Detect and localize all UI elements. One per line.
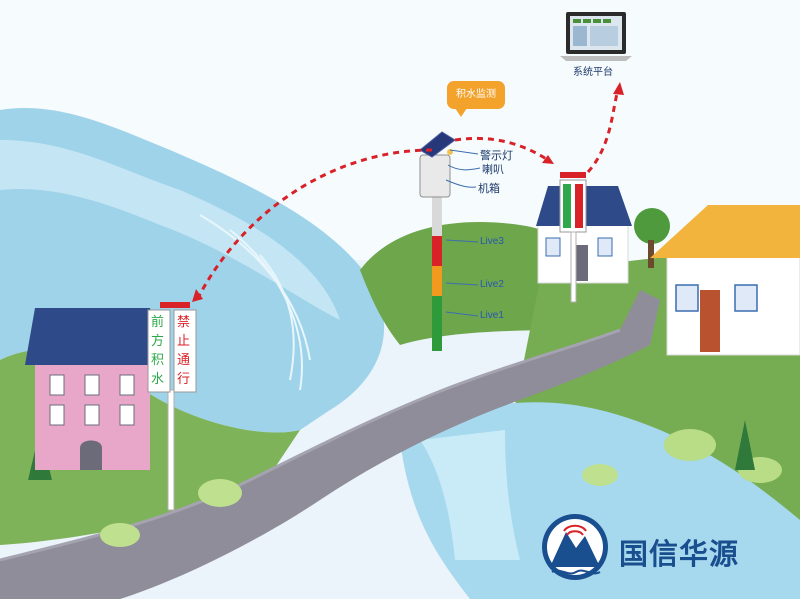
level-label-live2: Live2: [480, 279, 504, 290]
right-sign-text: [563, 184, 571, 228]
river-highlight: [0, 140, 340, 320]
level-band-green: [432, 296, 442, 351]
left-house-door: [80, 440, 102, 470]
left-sign-pole: [167, 389, 175, 511]
pine-tree-icon: [735, 420, 755, 470]
left-house-roof: [25, 308, 162, 365]
right-house-door: [700, 290, 720, 352]
cabinet-box: [419, 154, 451, 198]
arrow-sign-to-platform: [586, 89, 620, 173]
left-sign-lights: [160, 302, 190, 308]
brand-logo-wave: [551, 569, 601, 575]
bush: [100, 523, 140, 547]
callout-lines: [445, 149, 481, 317]
sign-text-left-a: 前方积水: [151, 315, 165, 387]
river-current: [199, 214, 311, 391]
cabinet-label: 机箱: [478, 182, 500, 195]
right-house-windows: [675, 284, 758, 312]
level-band-orange: [432, 266, 442, 296]
arrow-head-icon: [542, 155, 554, 164]
arrow-head-icon: [192, 289, 203, 302]
monitor-pole-top: [432, 196, 442, 236]
spillway-water: [420, 430, 520, 560]
right-sign-pole: [570, 231, 577, 303]
brand-logo-signal: [563, 524, 587, 536]
right-house-roof: [650, 205, 800, 258]
bush: [198, 479, 242, 507]
warning-light-label: 警示灯: [480, 149, 513, 162]
left-sign-board-b: [173, 309, 197, 393]
arrow-pole-to-right-sign: [454, 136, 549, 162]
arrow-head-icon: [613, 82, 624, 95]
bush: [664, 429, 716, 461]
bush: [582, 464, 618, 486]
laptop-dashboard: [573, 19, 618, 46]
sign-text-left-b: 禁止通行: [177, 315, 191, 387]
back-house-door: [574, 245, 588, 281]
brand-name: 国信华源: [619, 537, 740, 571]
back-house-windows: [545, 237, 613, 257]
right-sign-text: [575, 184, 583, 228]
tree-trunk: [648, 240, 654, 268]
level-band-red: [432, 236, 442, 266]
speaker-label: 喇叭: [482, 163, 504, 176]
water-monitoring-bubble: 积水监测: [447, 81, 505, 117]
level-label-live3: Live3: [480, 236, 504, 247]
left-house-windows: [49, 374, 135, 426]
level-label-live1: Live1: [480, 310, 504, 321]
platform-label: 系统平台: [573, 67, 613, 78]
road: [0, 290, 660, 599]
brand-logo-mountain: [550, 532, 600, 567]
right-sign-lights: [560, 172, 586, 178]
laptop-base: [560, 56, 632, 61]
arrow-pole-to-left-sign: [195, 148, 433, 301]
tree-icon: [634, 208, 670, 244]
left-sign-board-a: [147, 309, 171, 393]
